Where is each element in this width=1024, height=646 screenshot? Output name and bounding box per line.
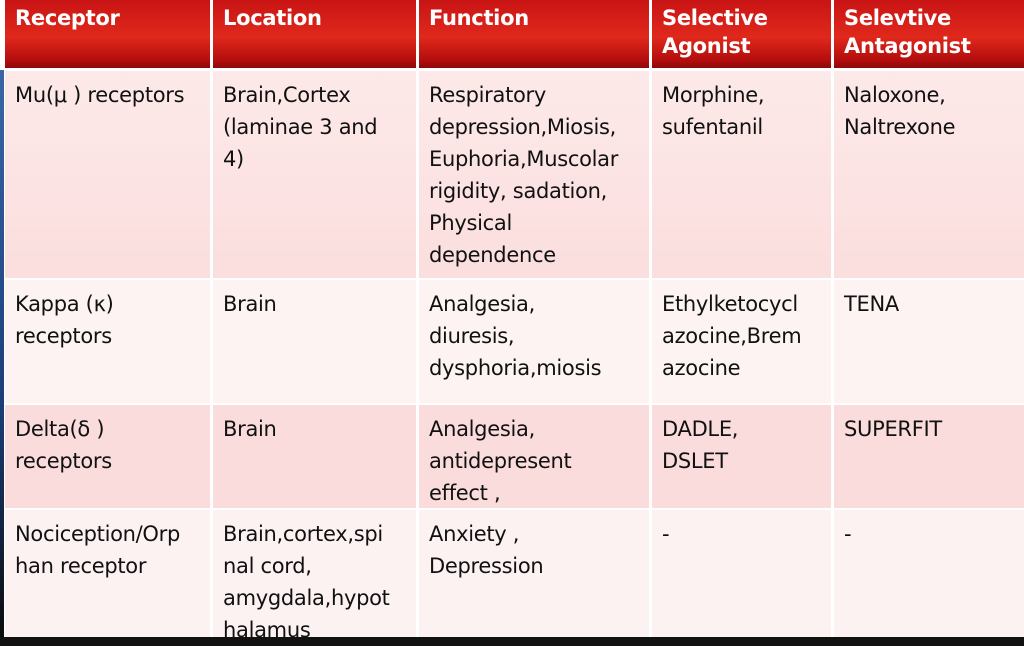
cell-text-line: antidepresent — [429, 449, 572, 473]
cell-text-line: Ethylketocycl — [662, 292, 798, 316]
cell-selective-agonist: DADLE, DSLET — [652, 405, 831, 508]
cell-selective-agonist: - — [652, 510, 831, 637]
cell-location: Brain — [213, 405, 416, 508]
table-row: Delta(δ ) receptors Brain Analgesia, antidep… — [5, 405, 1024, 508]
cell-text-line: Location — [223, 6, 322, 30]
cell-selective-agonist: Morphine, sufentanil — [652, 71, 831, 278]
header-cell-receptor: Receptor — [5, 0, 210, 68]
cell-text-line: Depression — [429, 554, 544, 578]
cell-text-line: Naltrexone — [844, 115, 956, 139]
cell-text-line: Function — [429, 6, 529, 30]
cell-text-line: Delta(δ ) — [15, 417, 105, 441]
cell-text-line: nal cord, — [223, 554, 312, 578]
cell-text-line: dysphoria,miosis — [429, 356, 602, 380]
cell-receptor: Delta(δ ) receptors — [5, 405, 210, 508]
cell-text-line: DSLET — [662, 449, 728, 473]
cell-text-line: Brain,Cortex — [223, 83, 351, 107]
cell-location: Brain — [213, 280, 416, 403]
cell-text-line: DADLE, — [662, 417, 739, 441]
cell-text-line: Morphine, — [662, 83, 765, 107]
cell-text-line: han receptor — [15, 554, 147, 578]
cell-text-line: - — [844, 522, 852, 546]
cell-text-line: Brain — [223, 417, 277, 441]
cell-text-line: amygdala,hypot — [223, 586, 390, 610]
table-row: Kappa (κ) receptors Brain Analgesia, diuresi… — [5, 280, 1024, 403]
cell-text-line: 4) — [223, 147, 244, 171]
header-cell-location: Location — [213, 0, 416, 68]
cell-text-line: Brain,cortex,spi — [223, 522, 383, 546]
cell-text-line: Naloxone, — [844, 83, 946, 107]
cell-selective-antagonist: TENA — [834, 280, 1024, 403]
cell-text-line: Selective — [662, 6, 768, 30]
cell-text-line: sufentanil — [662, 115, 763, 139]
cell-location: Brain,Cortex (laminae 3 and 4) — [213, 71, 416, 278]
cell-receptor: Nociception/Orp han receptor — [5, 510, 210, 637]
cell-text-line: effect , — [429, 481, 501, 505]
cell-selective-agonist: Ethylketocycl azocine,Brem azocine — [652, 280, 831, 403]
cell-text-line: Respiratory — [429, 83, 547, 107]
table-row: Nociception/Orp han receptor Brain,cortex,… — [5, 510, 1024, 642]
cell-text-line: SUPERFIT — [844, 417, 942, 441]
cell-text-line: Euphoria,Muscolar — [429, 147, 619, 171]
cell-text-line: halamus — [223, 618, 311, 642]
cell-text-line: Selevtive — [844, 6, 951, 30]
cell-text-line: Agonist — [662, 34, 751, 58]
cell-text-line: Receptor — [15, 6, 120, 30]
cell-text-line: receptors — [15, 324, 112, 348]
table-row: Mu(μ ) receptors Brain,Cortex (laminae 3 a… — [5, 71, 1024, 278]
cell-receptor: Kappa (κ) receptors — [5, 280, 210, 403]
cell-text-line: Brain — [223, 292, 277, 316]
cell-text-line: rigidity, sadation, — [429, 179, 608, 203]
cell-text-line: depression,Miosis, — [429, 115, 617, 139]
cell-text-line: dependence — [429, 243, 556, 267]
cell-selective-antagonist: Naloxone, Naltrexone — [834, 71, 1024, 278]
cell-text-line: Nociception/Orp — [15, 522, 181, 546]
cell-text-line: Kappa (κ) — [15, 292, 114, 316]
cell-text-line: - — [662, 522, 670, 546]
cell-function: Analgesia, antidepresent effect , — [419, 405, 649, 508]
cell-text-line: Anxiety , — [429, 522, 520, 546]
cell-text-line: (laminae 3 and — [223, 115, 378, 139]
cell-function: Anxiety , Depression — [419, 510, 649, 637]
cell-text-line: Analgesia, — [429, 292, 535, 316]
cell-function: Respiratory depression,Miosis, Euphoria,Mu… — [419, 71, 649, 278]
left-edge-strip — [0, 70, 4, 637]
cell-text-line: Analgesia, — [429, 417, 535, 441]
cell-text-line: TENA — [844, 292, 899, 316]
cell-text-line: Antagonist — [844, 34, 971, 58]
cell-text-line: diuresis, — [429, 324, 515, 348]
cell-location: Brain,cortex,spi nal cord, amygdala,hypot h… — [213, 510, 416, 642]
cell-text-line: azocine,Brem — [662, 324, 802, 348]
cell-receptor: Mu(μ ) receptors — [5, 71, 210, 278]
cell-text-line: receptors — [15, 449, 112, 473]
header-cell-function: Function — [419, 0, 649, 68]
cell-text-line: Mu(μ ) receptors — [15, 83, 185, 107]
cell-selective-antagonist: SUPERFIT — [834, 405, 1024, 508]
cell-function: Analgesia, diuresis, dysphoria,miosis — [419, 280, 649, 403]
cell-selective-antagonist: - — [834, 510, 1024, 637]
cell-text-line: azocine — [662, 356, 741, 380]
cell-text-line: Physical — [429, 211, 513, 235]
